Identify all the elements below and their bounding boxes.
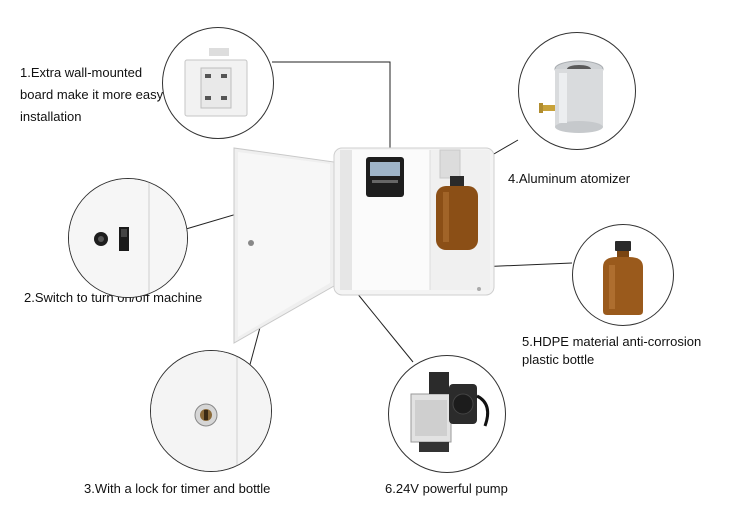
callout-wall-board: 1.Extra wall-mounted board make it more … <box>20 65 164 124</box>
lock-detail <box>150 350 272 472</box>
bottle-icon <box>603 241 643 315</box>
cabinet-door <box>233 147 335 344</box>
pump-icon <box>410 372 490 452</box>
callout-switch: 2.Switch to turn on/off machine <box>24 290 203 305</box>
leader-line-pump <box>351 286 414 363</box>
pump-detail <box>388 355 506 473</box>
callout-bottle-line1: 5.HDPE material anti-corrosion <box>522 334 702 349</box>
power-switch-icon <box>69 179 187 297</box>
wall-board-detail <box>162 27 274 139</box>
switch-detail <box>68 178 188 298</box>
callout-bottle-line2: plastic bottle <box>522 352 595 367</box>
leader-line-board <box>272 61 391 158</box>
atomizer-detail <box>518 32 636 150</box>
callout-pump: 6.24V powerful pump <box>385 481 508 496</box>
wall-board-icon <box>184 48 248 117</box>
callout-atomizer: 4.Aluminum atomizer <box>508 171 631 186</box>
bottle-detail <box>572 224 674 326</box>
bottle-icon <box>436 176 478 250</box>
lock-icon <box>151 351 271 471</box>
atomizer-icon <box>539 60 604 133</box>
lcd-timer-icon <box>366 157 404 197</box>
callout-lock: 3.With a lock for timer and bottle <box>84 481 271 496</box>
